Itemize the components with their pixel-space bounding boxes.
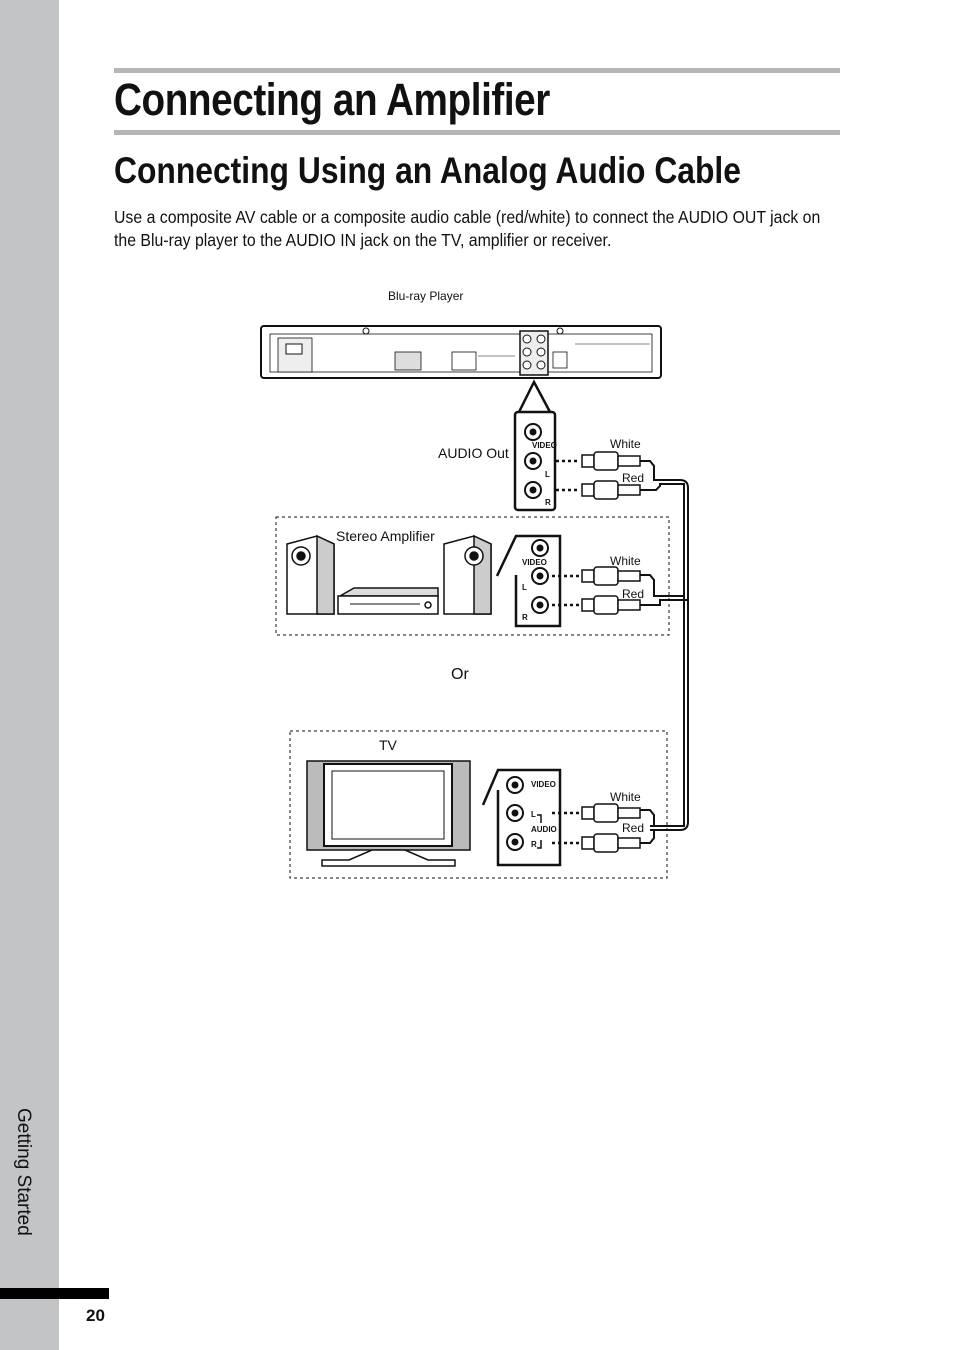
tv-right-jack-label: R	[531, 840, 537, 849]
amplifier-unit	[337, 587, 439, 615]
right-jack-label: R	[545, 498, 551, 507]
tv-plugs	[552, 803, 641, 853]
amp-white-plug-label: White	[610, 554, 641, 568]
tv-audio-jack-label: AUDIO	[531, 825, 557, 834]
amplifier-group	[275, 516, 670, 636]
tv-red-plug-label: Red	[622, 821, 644, 835]
right-speaker	[443, 534, 492, 615]
video-jack-label: VIDEO	[532, 441, 557, 450]
tv-label: TV	[379, 737, 398, 753]
audio-cable	[640, 460, 689, 844]
tv-left-jack-label: L	[531, 810, 536, 819]
tv-white-plug-label: White	[610, 790, 641, 804]
page-bar	[0, 1288, 109, 1299]
amp-red-plug-label: Red	[622, 587, 644, 601]
amplifier-label: Stereo Amplifier	[336, 528, 435, 544]
amplifier-plugs	[552, 566, 641, 615]
white-plug-label: White	[610, 437, 641, 451]
instructions-paragraph: Use a composite AV cable or a composite …	[114, 207, 821, 250]
callout-pointer	[517, 379, 552, 413]
left-jack-label: L	[545, 470, 550, 479]
amp-left-jack-label: L	[522, 583, 527, 592]
player-label: Blu-ray Player	[388, 289, 463, 303]
blu-ray-player	[260, 325, 662, 379]
audio-out-label: AUDIO Out	[438, 445, 509, 461]
top-rule	[114, 68, 840, 73]
section-title: Connecting Using an Analog Audio Cable	[114, 150, 741, 191]
or-label: Or	[451, 666, 469, 683]
page-number: 20	[86, 1306, 105, 1325]
side-tab	[0, 0, 59, 1350]
audio-out-panel	[513, 410, 557, 512]
tv-video-jack-label: VIDEO	[531, 780, 556, 789]
tv-jack-panel	[481, 768, 562, 867]
amp-right-jack-label: R	[522, 613, 528, 622]
tv-set	[306, 760, 471, 867]
audio-out-plugs	[556, 451, 641, 500]
red-plug-label: Red	[622, 471, 644, 485]
amp-video-jack-label: VIDEO	[522, 558, 547, 567]
page-title: Connecting an Amplifier	[114, 74, 550, 125]
title-rule	[114, 130, 840, 135]
amplifier-jack-panel	[495, 534, 562, 628]
tv-group	[289, 730, 668, 879]
left-speaker	[286, 534, 335, 615]
